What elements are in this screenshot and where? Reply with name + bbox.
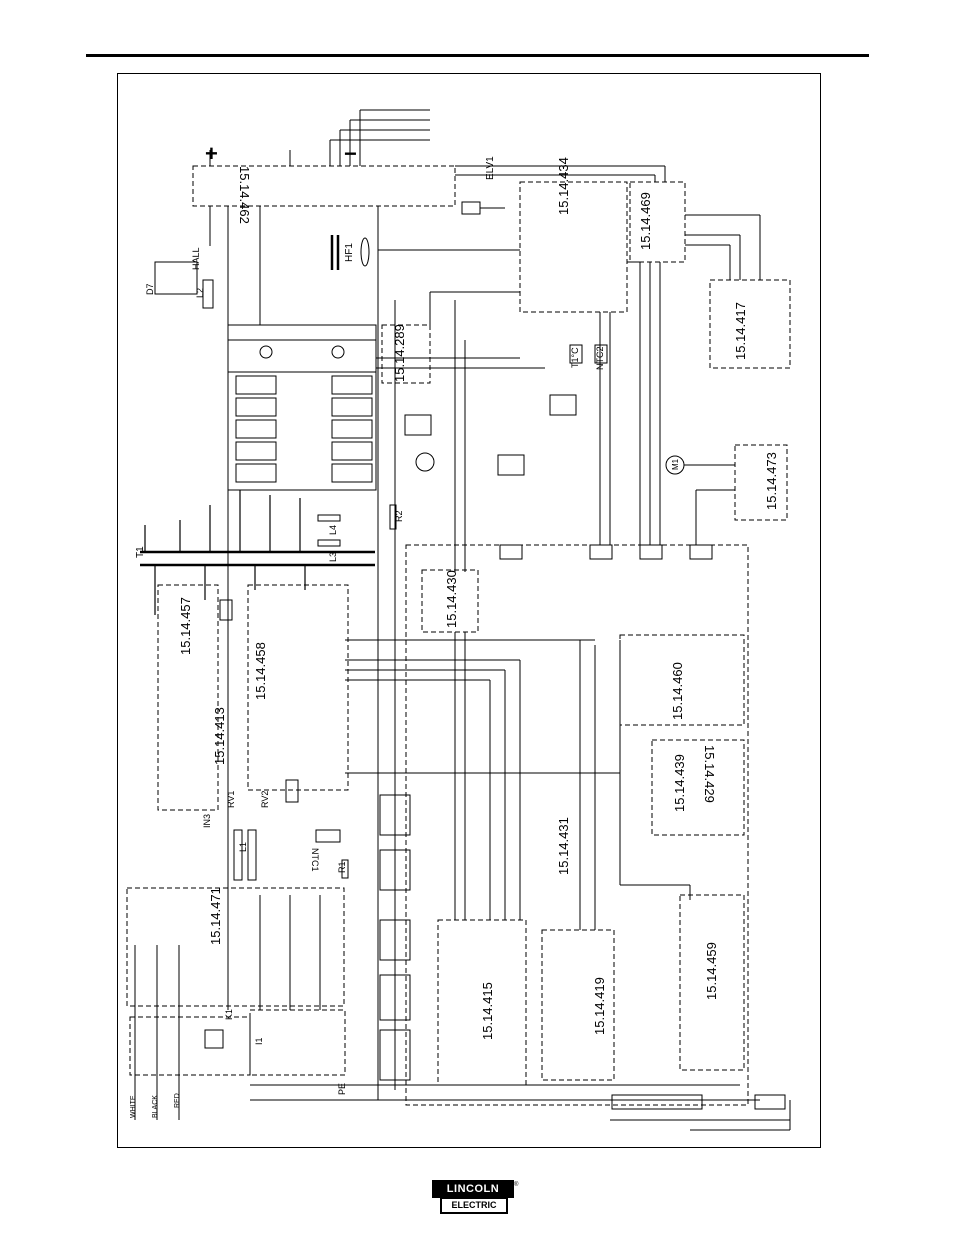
l3-label: L3	[328, 552, 338, 562]
board-15-14-434: 15.14.434	[556, 157, 571, 215]
r2-label: R2	[394, 510, 404, 522]
connector-blocks	[380, 395, 785, 1109]
board-15-14-462: 15.14.462	[237, 166, 252, 224]
diode-array	[236, 376, 372, 482]
board-15-14-457: 15.14.457	[178, 597, 193, 655]
t1c-label: T1°C	[570, 347, 580, 368]
logo-bottom-text: ELECTRIC	[440, 1197, 508, 1214]
board-15-14-413: 15.14.413	[212, 707, 227, 765]
transformer-t1	[140, 552, 375, 565]
board-15-14-417: 15.14.417	[733, 302, 748, 360]
wire-white-label: WHITE	[130, 1095, 137, 1118]
rv1-label: RV1	[226, 791, 236, 808]
m1-label: M1	[671, 458, 680, 470]
t1-label: T1	[135, 546, 146, 558]
logo-registered-mark: ®	[514, 1182, 518, 1188]
board-15-14-460: 15.14.460	[670, 662, 685, 720]
pe-label: PE	[337, 1083, 347, 1095]
board-15-14-458: 15.14.458	[253, 642, 268, 700]
l1-label: L1	[238, 842, 248, 852]
board-15-14-471: 15.14.471	[208, 887, 223, 945]
board-15-14-289: 15.14.289	[392, 324, 407, 382]
board-15-14-473: 15.14.473	[764, 452, 779, 510]
l2-label: L2	[195, 288, 205, 298]
board-15-14-459: 15.14.459	[704, 942, 719, 1000]
k1-label: K1	[224, 1009, 234, 1020]
elv1-label: ELV1	[485, 156, 496, 180]
power-module	[228, 325, 376, 490]
rv2-label: RV2	[260, 791, 270, 808]
board-15-14-439: 15.14.439	[672, 754, 687, 812]
hf1-label: HF1	[344, 243, 355, 262]
board-15-14-429: 15.14.429	[702, 745, 717, 803]
hall-label: HALL	[191, 247, 201, 270]
board-15-14-469: 15.14.469	[638, 192, 653, 250]
d7-label: D7	[145, 283, 155, 295]
in3-label: IN3	[202, 814, 212, 828]
r1-label: R1	[337, 861, 347, 873]
positive-terminal-label: +	[205, 141, 218, 166]
wire-black-label: BLACK	[152, 1095, 159, 1118]
board-15-14-430: 15.14.430	[444, 570, 459, 628]
ntc2-label: NTC2	[595, 346, 605, 370]
ntc1-label: NTC1	[310, 848, 320, 872]
logo-top-text: LINCOLN	[432, 1180, 514, 1198]
board-15-14-419: 15.14.419	[592, 977, 607, 1035]
board-outlines	[127, 166, 790, 1105]
board-15-14-415: 15.14.415	[480, 982, 495, 1040]
l4-label: L4	[328, 525, 338, 535]
wire-red-label: RED	[174, 1093, 181, 1108]
board-15-14-431: 15.14.431	[556, 817, 571, 875]
lincoln-electric-logo: LINCOLN ELECTRIC ®	[432, 1180, 522, 1214]
negative-terminal-label: −	[344, 141, 357, 166]
i1-label: I1	[254, 1037, 264, 1045]
